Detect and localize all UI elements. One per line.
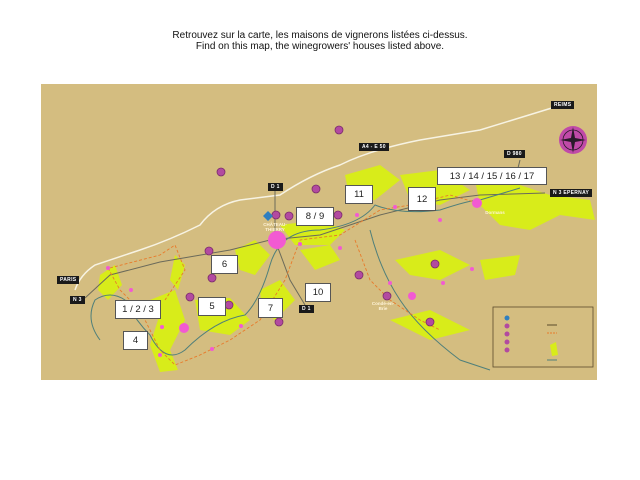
marker-1-2-3: 1 / 2 / 3 <box>115 300 161 319</box>
towns <box>106 198 482 357</box>
road-label-d1-south: D 1 <box>299 305 314 313</box>
road-label-d1-north: D 1 <box>268 183 283 191</box>
compass-rose-icon <box>559 126 587 154</box>
map-legend <box>492 306 594 368</box>
title-french: Retrouvez sur la carte, les maisons de v… <box>172 30 468 41</box>
road-label-paris: PARIS <box>57 276 80 284</box>
road-label-a4: A4 - E 50 <box>359 143 389 151</box>
roads <box>74 106 556 291</box>
road-label-n3-epernay: N 3 EPERNAY <box>550 189 593 197</box>
marker-7: 7 <box>258 298 283 318</box>
champagne-route <box>107 194 479 366</box>
tourist-office-icon <box>263 211 273 221</box>
marker-12: 12 <box>408 187 436 211</box>
marker-10: 10 <box>305 283 331 302</box>
marker-13-17: 13 / 14 / 15 / 16 / 17 <box>437 167 547 185</box>
road-label-d980: D 980 <box>504 150 525 158</box>
place-conde-en-brie: Condé-en-Brie <box>371 301 395 311</box>
marker-8-9: 8 / 9 <box>296 207 334 226</box>
marker-4: 4 <box>123 331 148 350</box>
place-dormans: Dormans <box>485 210 505 215</box>
marker-6: 6 <box>211 255 238 274</box>
title-english: Find on this map, the winegrowers' house… <box>195 41 445 52</box>
road-label-n3: N 3 <box>70 296 85 304</box>
marker-5: 5 <box>198 297 226 316</box>
place-chateau-thierry: CHÂTEAU-THIERRY <box>263 222 287 232</box>
poi-icons <box>185 125 440 327</box>
marker-11: 11 <box>345 185 373 204</box>
river-marne <box>90 187 521 371</box>
road-label-reims: REIMS <box>551 101 575 109</box>
